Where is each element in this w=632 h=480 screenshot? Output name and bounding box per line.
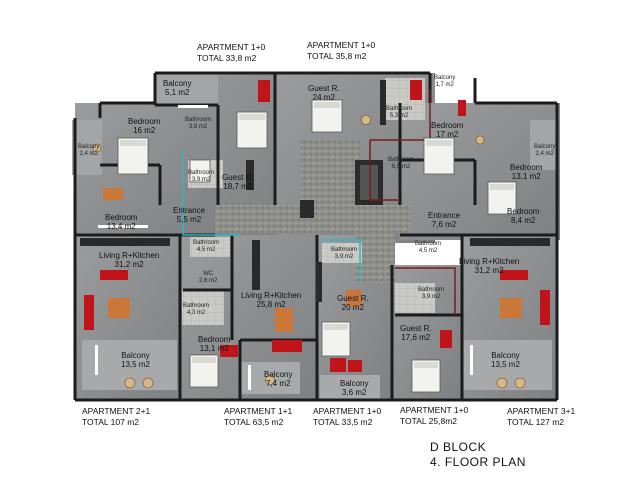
room-label-guest-room: Guest R.24 m2 (308, 84, 340, 102)
floor-name: 4. FLOOR PLAN (430, 455, 526, 469)
apartment-total: TOTAL 33,5 m2 (313, 417, 373, 427)
apartment-name: APARTMENT 1+0 (313, 406, 382, 416)
room-label-guest-room: Guest R.17,6 m2 (400, 324, 432, 342)
room-label-guest-room: Guest R.18,7 m2 (222, 173, 254, 191)
apartment-total: TOTAL 63,5 m2 (224, 417, 284, 427)
apartment-name: APARTMENT 1+0 (197, 42, 266, 52)
plan-title: D BLOCK 4. FLOOR PLAN (430, 440, 526, 470)
apartment-label-1plus0-b: APARTMENT 1+0 TOTAL 25,8m2 (400, 405, 468, 427)
apartment-label-top-right: APARTMENT 1+0 TOTAL 35,8 m2 (307, 40, 375, 62)
windows (95, 105, 473, 390)
pillows (120, 102, 514, 368)
apartment-label-3plus1: APARTMENT 3+1 TOTAL 127 m2 (507, 406, 575, 428)
balconies (72, 73, 558, 400)
apartment-total: TOTAL 25,8m2 (400, 416, 458, 426)
apartment-total: TOTAL 107 m2 (82, 417, 140, 427)
walls (73, 71, 559, 402)
apartment-total: TOTAL 35,8 m2 (307, 51, 367, 61)
apartment-label-2plus1: APARTMENT 2+1 TOTAL 107 m2 (82, 406, 150, 428)
apartment-name: APARTMENT 2+1 (82, 406, 151, 416)
room-label-guest-room: Guest R.20 m2 (337, 294, 369, 312)
chairs (92, 115, 526, 389)
apartment-label-1plus0-a: APARTMENT 1+0 TOTAL 33,5 m2 (313, 406, 381, 428)
kitchen-counters (80, 80, 550, 302)
apartment-name: APARTMENT 1+1 (224, 406, 293, 416)
apartment-total: TOTAL 127 m2 (507, 417, 565, 427)
apartment-name: APARTMENT 1+0 (307, 40, 376, 50)
apartment-label-top-left: APARTMENT 1+0 TOTAL 33,8 m2 (197, 42, 265, 64)
apartment-name: APARTMENT 3+1 (507, 406, 576, 416)
apartment-total: TOTAL 33,8 m2 (197, 53, 257, 63)
tables (103, 188, 522, 332)
apartment-name: APARTMENT 1+0 (400, 405, 469, 415)
block-name: D BLOCK (430, 440, 487, 454)
red-accents (84, 80, 550, 372)
apartment-label-1plus1: APARTMENT 1+1 TOTAL 63,5 m2 (224, 406, 292, 428)
